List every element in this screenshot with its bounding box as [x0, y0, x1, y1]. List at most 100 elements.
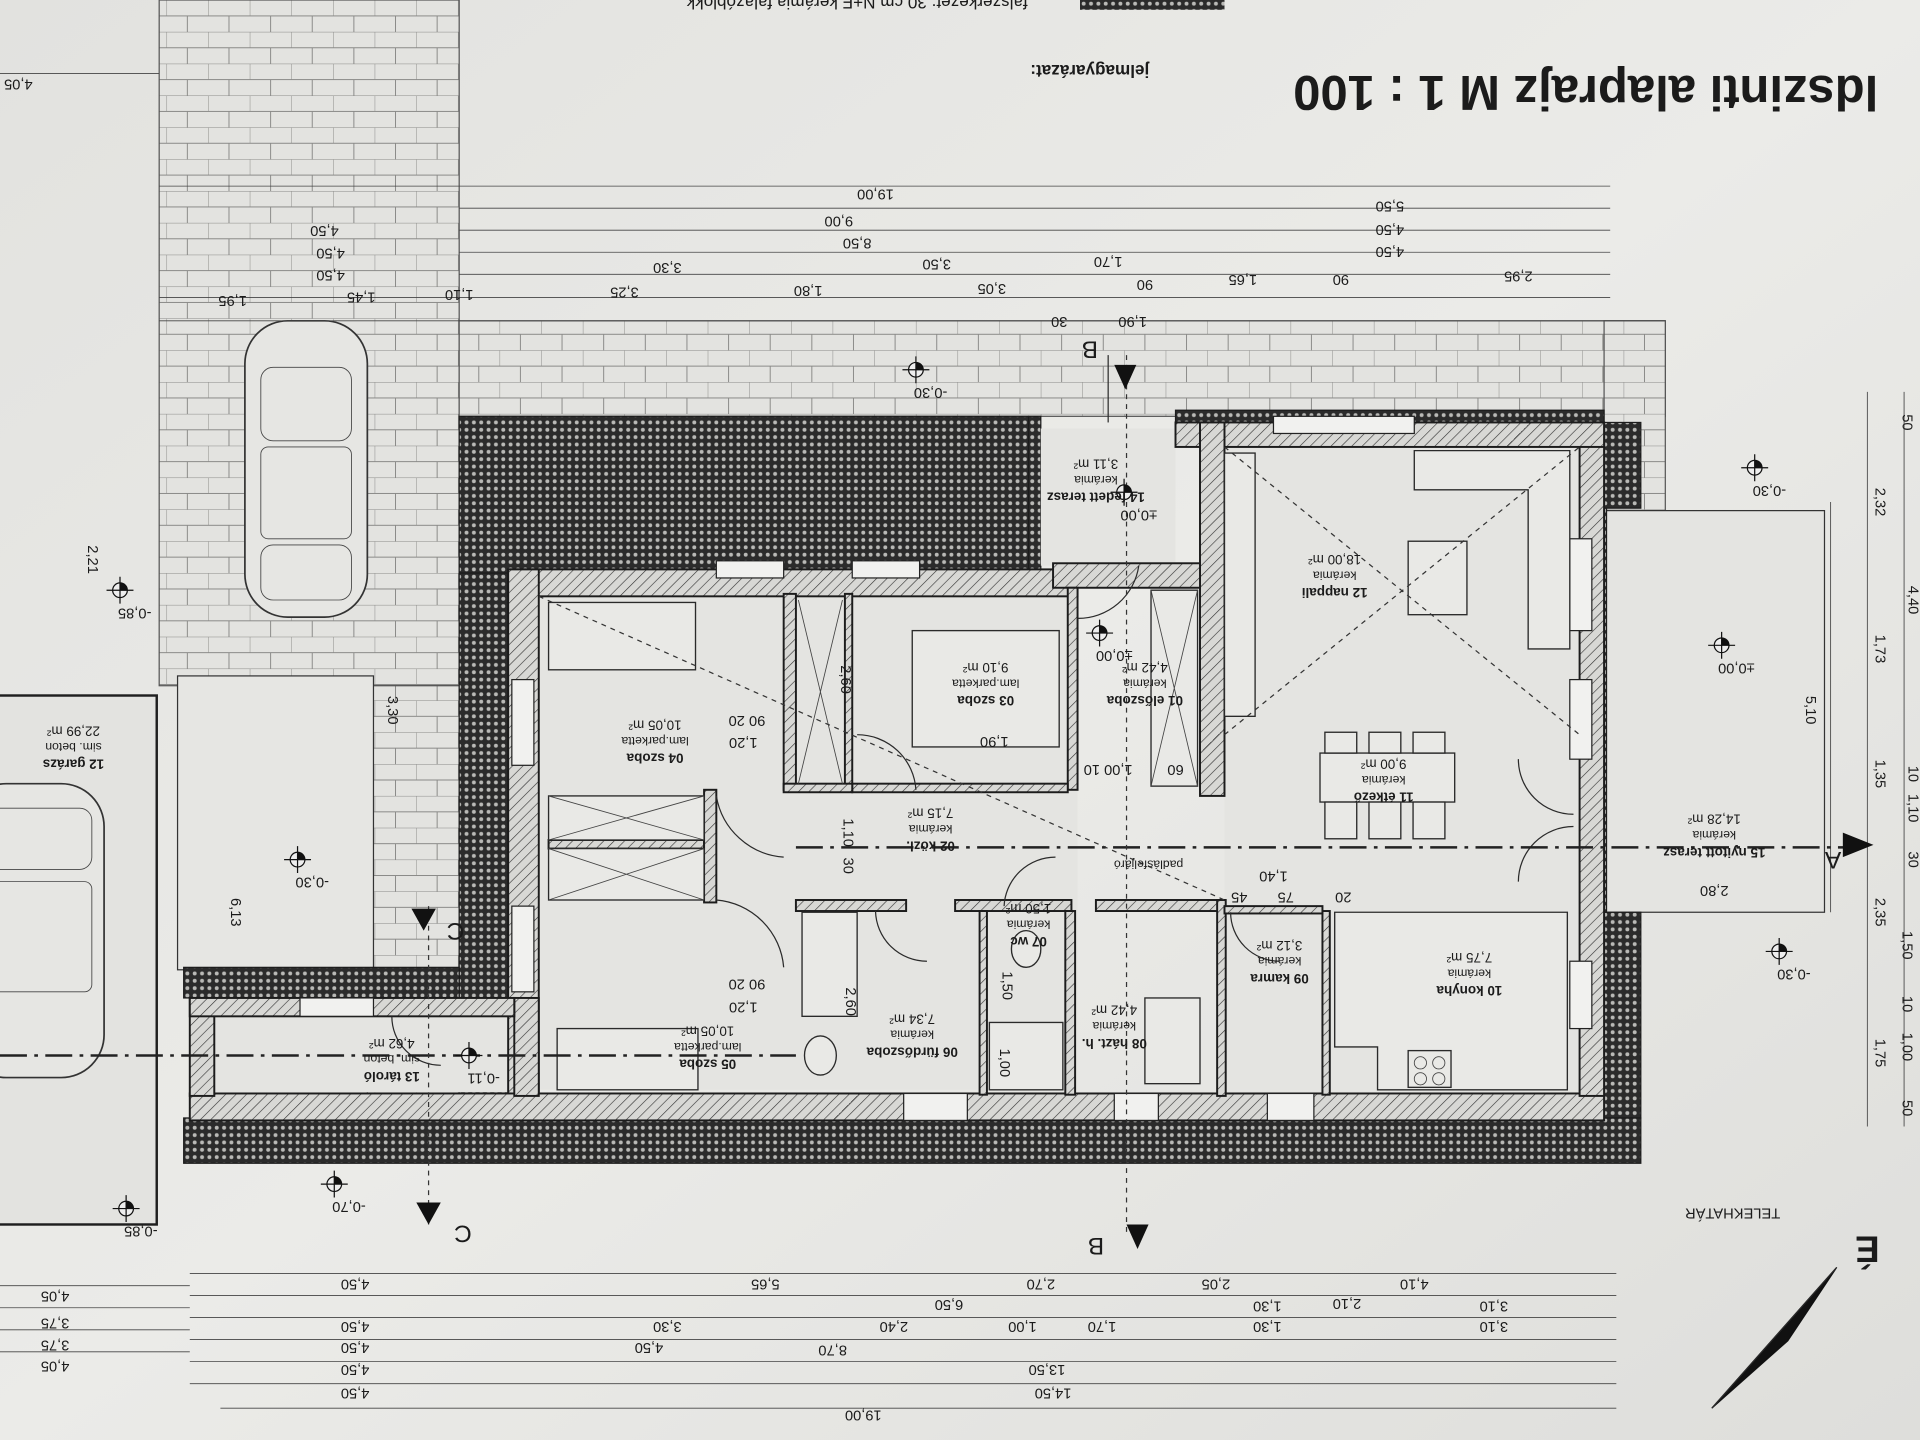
level-label: -0,85 — [118, 604, 151, 620]
toilet-bath — [803, 1035, 837, 1076]
room-name: 13 tároló — [364, 1069, 420, 1084]
dimension-label: 90 — [1137, 276, 1153, 292]
dimension-label: 50 — [1899, 1100, 1915, 1116]
dimension-label: 45 — [1231, 888, 1247, 904]
room-name: 04 szoba — [626, 750, 683, 765]
attic-access-label: padlásfeljáró — [1114, 857, 1184, 871]
level-marker-icon — [1708, 631, 1736, 659]
level-marker-icon — [455, 1042, 483, 1069]
dimension-label: 9,00 — [824, 212, 853, 228]
room-name: 06 fürdőszoba — [866, 1044, 958, 1059]
dimension-label: 1,10 — [1905, 794, 1920, 823]
level-label: -0,30 — [1753, 482, 1786, 498]
room-area: 4,62 m² — [369, 1036, 415, 1051]
dimension-label: 8,70 — [818, 1341, 847, 1357]
level-marker-icon — [320, 1170, 348, 1198]
room-area: 10,05 m² — [628, 717, 682, 732]
room-floor: kerámia — [1692, 828, 1736, 842]
section-lines — [0, 355, 1849, 1237]
room-floor: kerámia — [890, 1028, 934, 1042]
dimension-label: 3,30 — [653, 1318, 682, 1334]
room-floor: kerámia — [909, 822, 953, 836]
dimension-label: 8,50 — [843, 234, 872, 250]
room-floor: sim. beton — [363, 1052, 420, 1066]
dimension-label: 1,00 — [1008, 1318, 1037, 1334]
bed-room-05 — [556, 1027, 699, 1091]
room-name: 07 wc — [1010, 934, 1047, 949]
dimension-label: 90 20 — [729, 712, 766, 728]
level-label: ±0,00 — [1096, 647, 1133, 663]
dimension-label: 1,00 — [996, 1049, 1012, 1078]
dimension-label: 3,50 — [922, 255, 951, 271]
doors — [391, 565, 1574, 1066]
dimension-label: 1,40 — [1259, 868, 1288, 884]
room-name: 08 házt. h. — [1082, 1036, 1147, 1051]
level-marker-icon — [1765, 937, 1793, 965]
dimension-label: 2,10 — [1333, 1295, 1362, 1311]
dimension-label: 30 — [1905, 851, 1920, 867]
plan-labels: ldszinti alaprajz M 1 : 100jelmagyarázat… — [4, 0, 1920, 1422]
walls — [188, 421, 1606, 1122]
room-name: 11 étkező — [1354, 790, 1414, 805]
dimension-label: 90 20 — [729, 975, 766, 991]
dimension-label: 1,75 — [1872, 1039, 1888, 1068]
dimension-label: 2,35 — [1872, 898, 1888, 927]
room-name: 12 garázs — [43, 757, 104, 772]
dimension-label: 1,30 — [1253, 1297, 1282, 1313]
dimension-label: 1,20 — [729, 734, 758, 750]
level-marker-icon — [1110, 478, 1138, 506]
room-floor: kerámia — [1258, 954, 1302, 968]
dimension-label: 3,30 — [653, 259, 682, 275]
room-floor: kerámia — [1007, 917, 1051, 931]
level-marker-icon — [284, 846, 312, 874]
furniture — [547, 355, 1571, 1091]
room-floor: lam.parketta — [952, 676, 1020, 690]
dimension-label: 1,70 — [1094, 253, 1123, 269]
north-label: É — [1855, 1228, 1880, 1269]
dimension-label: 75 — [1278, 888, 1294, 904]
dimension-label: 1,10 — [445, 286, 474, 302]
room-floor: kerámia — [1447, 966, 1491, 980]
dimension-label: 2,40 — [880, 1318, 909, 1334]
dimension-label: 1,30 — [1253, 1318, 1282, 1334]
toilet-wc — [1010, 929, 1042, 969]
dimension-label: 30 — [839, 858, 855, 874]
level-label: ±0,00 — [1120, 506, 1157, 522]
dimension-label: 19,00 — [845, 1406, 882, 1422]
dimension-label: 2,21 — [84, 545, 100, 574]
dimension-label: 6,13 — [227, 898, 243, 927]
room-floor: lam.parketta — [621, 734, 689, 748]
dimension-label: 2,05 — [1202, 1275, 1231, 1291]
section-marker: C — [454, 1220, 472, 1247]
dimension-label: 10 — [1899, 996, 1915, 1012]
dimension-label: 1,90 — [980, 733, 1009, 749]
dimension-label: 3,05 — [978, 280, 1007, 296]
bed-room-04 — [547, 601, 697, 671]
room-area: 9,00 m² — [1360, 757, 1406, 772]
dimension-label: 5,65 — [751, 1275, 780, 1291]
bathtub — [801, 911, 858, 1017]
dimension-label: 1,10 — [839, 818, 855, 847]
room-area: 4,42 m² — [1091, 1003, 1137, 1018]
plan-title: ldszinti alaprajz M 1 : 100 — [1293, 65, 1878, 119]
dimension-label: 3,10 — [1480, 1297, 1509, 1313]
room-area: 10,05 m² — [681, 1024, 735, 1039]
dimension-label: 4,50 — [316, 266, 345, 282]
room-area: 7,34 m² — [889, 1011, 935, 1026]
room-floor: kerámia — [1313, 569, 1357, 583]
room-area: 3,11 m² — [1073, 457, 1118, 472]
dimension-label: 90 — [1333, 271, 1349, 287]
level-label: -0,30 — [296, 874, 329, 890]
dimension-label: 6,50 — [935, 1296, 964, 1312]
dimension-label: 2,95 — [1504, 268, 1533, 284]
dimension-label: 1,35 — [1872, 760, 1888, 789]
room-area: 18,00 m² — [1308, 552, 1362, 567]
dimension-label: 30 — [1051, 313, 1067, 329]
stove — [1407, 1049, 1452, 1089]
level-marker-icon — [106, 576, 134, 604]
dimension-label: 2,60 — [837, 665, 853, 694]
dimension-label: 3,75 — [41, 1336, 70, 1352]
room-name: 12 nappali — [1302, 585, 1368, 600]
dimension-label: 1,65 — [1229, 271, 1258, 287]
room-area: 4,42 m² — [1122, 660, 1168, 675]
